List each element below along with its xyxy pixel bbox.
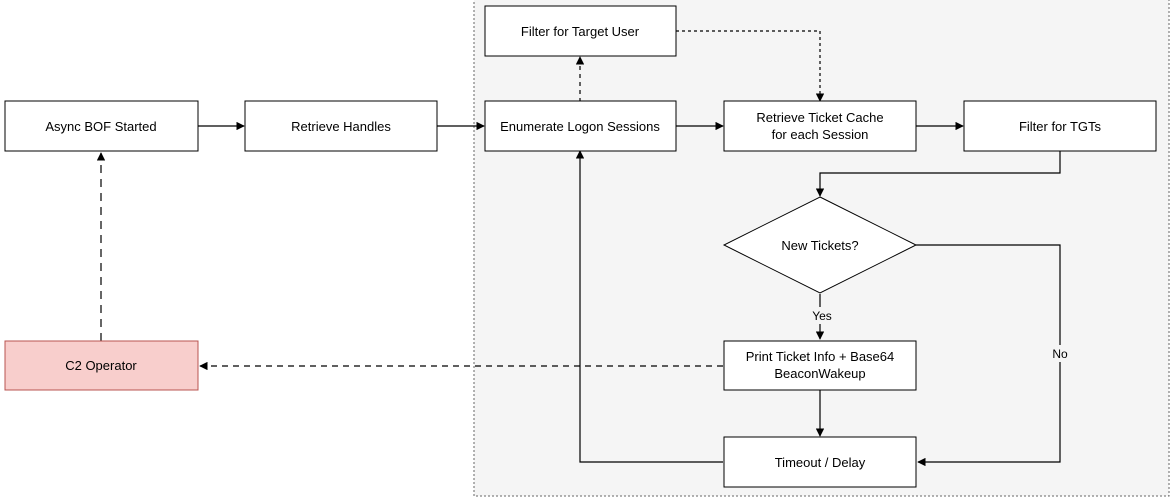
edge-tgts-to-decision	[815, 151, 1061, 197]
edge-label-yes: Yes	[812, 309, 832, 323]
node-label-line2: BeaconWakeup	[774, 366, 865, 381]
node-label: Async BOF Started	[45, 119, 156, 134]
node-label: Enumerate Logon Sessions	[500, 119, 660, 134]
node-async-bof-started: Async BOF Started	[4, 100, 199, 152]
node-label: Retrieve Handles	[291, 119, 391, 134]
decision-new-tickets: New Tickets?	[722, 196, 918, 294]
edge-timeout-to-enumerate	[575, 150, 723, 463]
node-print-ticket-info: Print Ticket Info + Base64 BeaconWakeup	[723, 340, 917, 391]
node-timeout-delay: Timeout / Delay	[723, 436, 917, 488]
node-enumerate-logon-sessions: Enumerate Logon Sessions	[484, 100, 677, 152]
node-c2-operator: C2 Operator	[4, 340, 199, 391]
node-retrieve-ticket-cache: Retrieve Ticket Cache for each Session	[723, 100, 917, 152]
node-filter-target-user: Filter for Target User	[484, 5, 677, 57]
node-filter-tgts: Filter for TGTs	[963, 100, 1157, 152]
decision-label: New Tickets?	[781, 238, 858, 253]
node-label: Filter for Target User	[521, 24, 640, 39]
node-label-line1: Print Ticket Info + Base64	[746, 349, 895, 364]
edge-filter-user-to-cache	[676, 30, 825, 102]
edge-label-no: No	[1052, 347, 1068, 361]
node-label: Timeout / Delay	[775, 455, 866, 470]
node-retrieve-handles: Retrieve Handles	[244, 100, 438, 152]
node-label: Filter for TGTs	[1019, 119, 1102, 134]
node-label-line1: Retrieve Ticket Cache	[756, 110, 883, 125]
node-label-line2: for each Session	[772, 127, 869, 142]
node-label: C2 Operator	[65, 358, 137, 373]
